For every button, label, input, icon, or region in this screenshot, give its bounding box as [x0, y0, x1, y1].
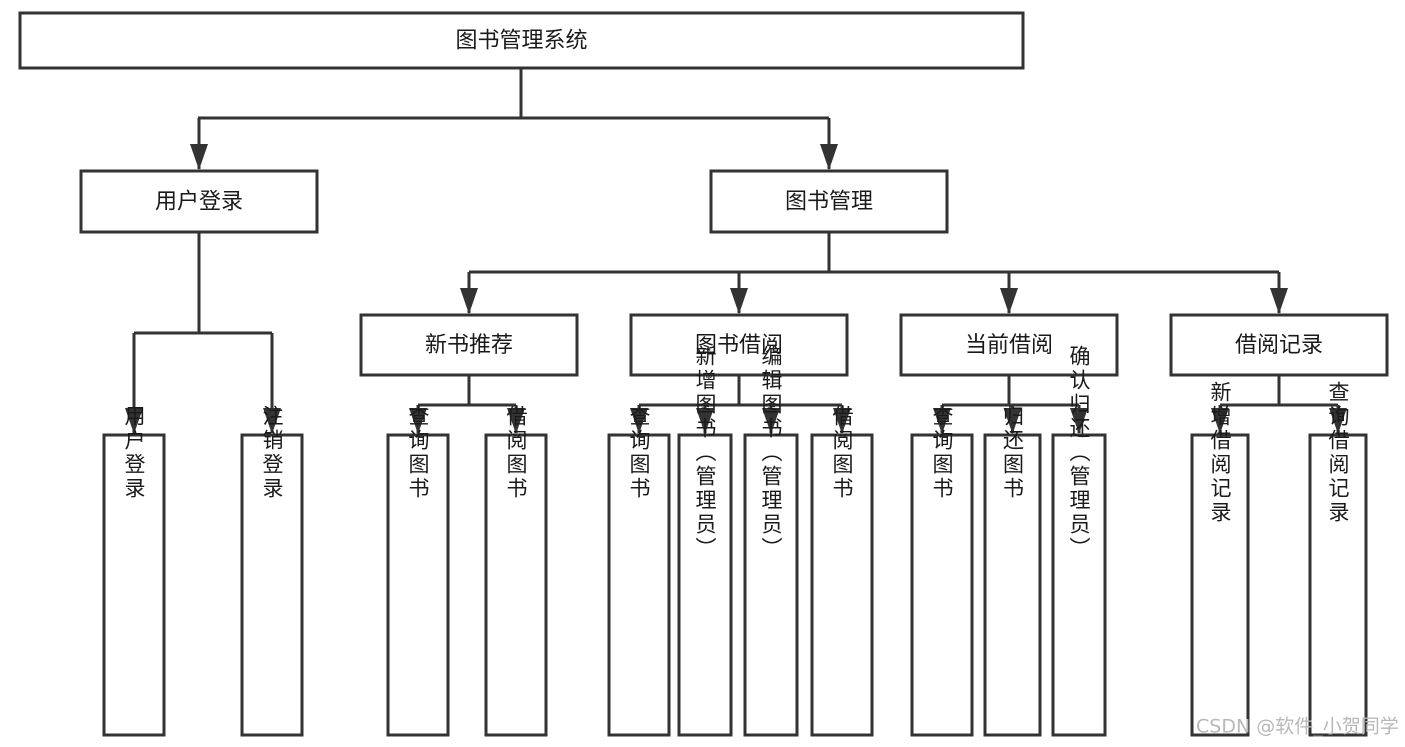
node-label-leaf-query-book-rec: 查询图书 [406, 405, 430, 501]
arrow-head-icon [933, 408, 951, 434]
node-book-borrow[interactable]: 图书借阅 [629, 313, 849, 377]
node-label-leaf-borrow-book-rec: 借阅图书 [504, 405, 528, 501]
node-label-leaf-confirm-return-admin: 确认归还（管理员） [1067, 345, 1091, 561]
node-box-leaf-query-book-current [910, 433, 974, 737]
node-label-book-borrow: 图书借阅 [695, 333, 783, 358]
node-box-book-borrow [629, 313, 849, 377]
arrow-head-icon [762, 408, 780, 434]
node-label-leaf-add-borrow-record: 新增借阅记录 [1208, 381, 1232, 525]
node-box-leaf-borrow-book-rec [484, 433, 548, 737]
arrow-head-icon [1000, 288, 1018, 314]
node-box-leaf-query-book-borrow [607, 433, 671, 737]
node-box-leaf-query-borrow-record [1308, 433, 1368, 737]
arrow-head-icon [263, 408, 281, 434]
connector-layer [125, 68, 1347, 434]
node-leaf-borrow-book-rec[interactable]: 借阅图书 [484, 405, 548, 737]
arrow-head-icon [1003, 408, 1022, 434]
node-leaf-query-book-current[interactable]: 查询图书 [910, 405, 974, 737]
node-leaf-query-book-borrow[interactable]: 查询图书 [607, 405, 671, 737]
node-borrow-record[interactable]: 借阅记录 [1169, 313, 1389, 377]
node-box-leaf-borrow-book [810, 433, 874, 737]
node-leaf-add-book-admin[interactable]: 新增图书（管理员） [677, 345, 733, 737]
node-layer: 图书管理系统用户登录图书管理新书推荐图书借阅当前借阅借阅记录用户登录注销登录查询… [18, 11, 1389, 737]
node-box-leaf-user-login [102, 433, 166, 737]
node-user-login[interactable]: 用户登录 [79, 169, 319, 234]
node-new-book-recommend[interactable]: 新书推荐 [359, 313, 579, 377]
node-leaf-edit-book-admin[interactable]: 编辑图书（管理员） [743, 345, 799, 737]
arrow-head-icon [125, 408, 143, 434]
arrow-head-icon [1329, 408, 1347, 434]
node-label-leaf-borrow-book: 借阅图书 [830, 405, 854, 501]
node-box-leaf-add-borrow-record [1190, 433, 1250, 737]
arrow-head-icon [833, 408, 851, 434]
node-box-borrow-record [1169, 313, 1389, 377]
node-leaf-query-book-rec[interactable]: 查询图书 [386, 405, 450, 737]
node-label-book-management: 图书管理 [785, 190, 873, 215]
arrow-head-icon [190, 144, 208, 170]
arrow-head-icon [630, 408, 648, 434]
node-box-new-book-recommend [359, 313, 579, 377]
node-label-user-login: 用户登录 [155, 190, 243, 215]
arrow-head-icon [507, 408, 525, 434]
arrow-head-icon [820, 144, 838, 170]
node-box-leaf-confirm-return-admin [1051, 433, 1107, 737]
node-label-leaf-user-login: 用户登录 [122, 405, 146, 501]
arrow-head-icon [1211, 408, 1229, 434]
node-box-leaf-return-book [983, 433, 1042, 737]
node-leaf-query-borrow-record[interactable]: 查询借阅记录 [1308, 381, 1368, 737]
node-current-borrow[interactable]: 当前借阅 [899, 313, 1119, 377]
node-box-user-login [79, 169, 319, 234]
arrow-head-icon [730, 288, 748, 314]
node-leaf-user-logout[interactable]: 注销登录 [240, 405, 304, 737]
node-box-leaf-query-book-rec [386, 433, 450, 737]
arrow-head-icon [409, 408, 427, 434]
node-label-leaf-query-book-borrow: 查询图书 [627, 405, 651, 501]
node-label-borrow-record: 借阅记录 [1235, 333, 1323, 358]
node-book-management[interactable]: 图书管理 [709, 169, 949, 234]
arrow-head-icon [1270, 288, 1288, 314]
node-label-leaf-add-book-admin: 新增图书（管理员） [693, 345, 717, 561]
node-label-leaf-user-logout: 注销登录 [260, 405, 284, 501]
node-leaf-confirm-return-admin[interactable]: 确认归还（管理员） [1051, 345, 1107, 737]
node-box-leaf-add-book-admin [677, 433, 733, 737]
node-box-leaf-user-logout [240, 433, 304, 737]
node-leaf-borrow-book[interactable]: 借阅图书 [810, 405, 874, 737]
node-box-current-borrow [899, 313, 1119, 377]
node-label-root: 图书管理系统 [455, 29, 587, 54]
arrow-head-icon [1070, 408, 1088, 434]
node-label-leaf-edit-book-admin: 编辑图书（管理员） [759, 345, 783, 561]
node-leaf-user-login[interactable]: 用户登录 [102, 405, 166, 737]
arrow-head-icon [460, 288, 478, 314]
node-box-root [18, 11, 1025, 70]
node-label-current-borrow: 当前借阅 [965, 333, 1053, 358]
arrow-head-icon [696, 408, 714, 434]
node-label-leaf-return-book: 归还图书 [1001, 405, 1025, 501]
node-root[interactable]: 图书管理系统 [18, 11, 1025, 70]
watermark-label: CSDN @软件_小贺同学 [1196, 716, 1399, 738]
node-label-leaf-query-borrow-record: 查询借阅记录 [1326, 381, 1350, 525]
node-box-leaf-edit-book-admin [743, 433, 799, 737]
node-label-new-book-recommend: 新书推荐 [425, 333, 513, 358]
node-leaf-add-borrow-record[interactable]: 新增借阅记录 [1190, 381, 1250, 737]
node-leaf-return-book[interactable]: 归还图书 [983, 405, 1042, 737]
node-box-book-management [709, 169, 949, 234]
node-label-leaf-query-book-current: 查询图书 [930, 405, 954, 501]
